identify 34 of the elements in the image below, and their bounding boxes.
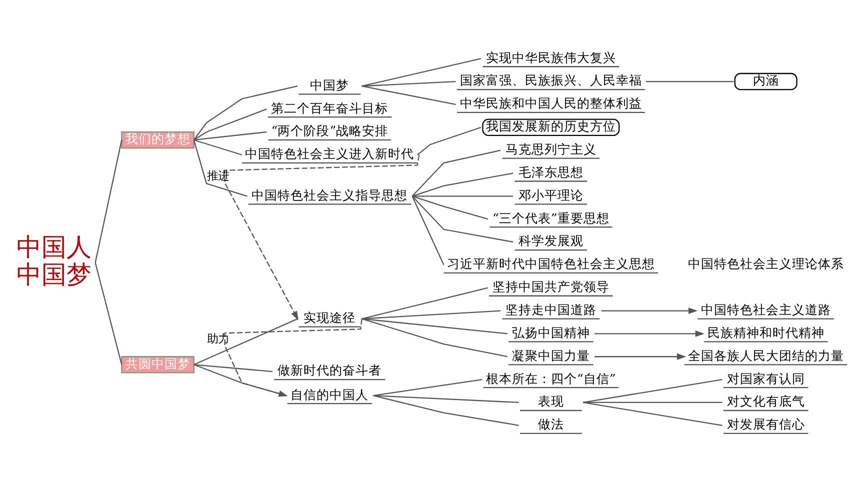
node-text: 凝聚中国力量	[512, 348, 590, 363]
node-text: 对文化有底气	[726, 394, 805, 409]
node-text: 中国特色社会主义指导思想	[252, 187, 408, 202]
node-text: 坚持中国共产党领导	[492, 279, 610, 294]
node-text: 根本所在：四个“自信”	[486, 370, 616, 386]
node-text: 中华民族和中国人民的整体利益	[460, 96, 642, 111]
node-text: 科学发展观	[518, 233, 584, 248]
node-text: 对国家有认同	[726, 370, 805, 386]
edge-label: 助力	[206, 331, 229, 346]
node-text: 毛泽东思想	[518, 164, 584, 180]
node-text: 弘扬中国精神	[512, 324, 590, 340]
node-text: 实现途径	[304, 310, 356, 326]
node-text: 表现	[538, 394, 564, 409]
node-text: 习近平新时代中国特色社会主义思想	[446, 256, 655, 272]
node-text: 民族精神和时代精神	[707, 324, 824, 340]
node-text: 中国人 中国梦	[16, 234, 92, 289]
node-text: 中国特色社会主义道路	[700, 302, 831, 317]
node-text: 中国梦	[310, 77, 350, 92]
node-text: 对发展有信心	[726, 416, 805, 432]
node-text: 全国各族人民大团结的力量	[688, 348, 844, 363]
node-text: 邓小平理论	[518, 187, 584, 202]
node-text: 自信的中国人	[290, 386, 369, 402]
node-text: 做法	[538, 416, 564, 432]
node-text: 中国特色社会主义进入新时代	[245, 146, 414, 162]
node-text: “两个阶段”战略安排	[271, 123, 388, 138]
node-text: “三个代表”重要思想	[492, 210, 610, 226]
node-text: 第二个百年奋斗目标	[271, 100, 388, 116]
node-text: 坚持走中国道路	[505, 302, 596, 317]
node-text: 实现中华民族伟大复兴	[486, 50, 616, 65]
node-text: 马克思列宁主义	[505, 142, 596, 157]
label: 中国特色社会主义理论体系	[688, 256, 844, 272]
node-text: 做新时代的奋斗者	[278, 362, 382, 378]
node-text: 国家富强、民族振兴、人民幸福	[460, 72, 642, 88]
edge-label: 推进	[206, 168, 229, 183]
